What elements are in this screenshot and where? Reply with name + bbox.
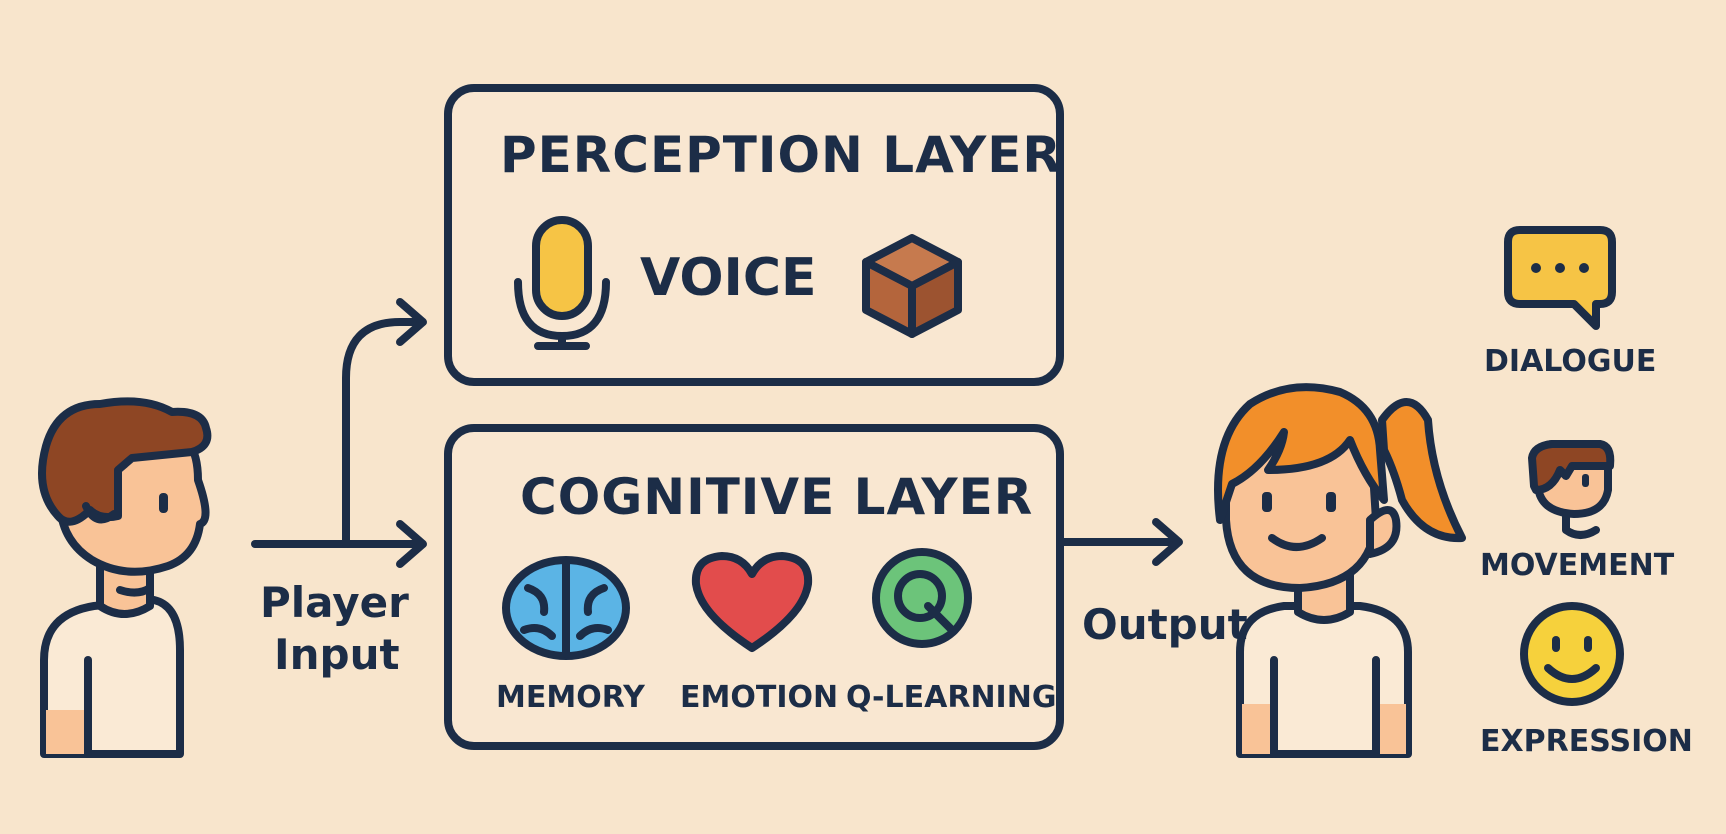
output-arrow: [1058, 518, 1183, 566]
player-input-label-line2: Input: [274, 630, 400, 679]
emotion-label: EMOTION: [680, 680, 839, 715]
movement-label: MOVEMENT: [1480, 548, 1675, 583]
smiley-face-icon: [1520, 602, 1624, 706]
cube-icon: [862, 234, 962, 338]
brain-icon: [502, 556, 630, 660]
player-input-label-line1: Player: [260, 578, 409, 627]
q-learning-label: Q-LEARNING: [846, 680, 1057, 715]
voice-label: VOICE: [640, 248, 817, 308]
player-avatar-icon: [38, 397, 212, 758]
heart-icon: [691, 552, 813, 652]
perception-layer-title: PERCEPTION LAYER: [500, 126, 1062, 184]
microphone-icon: [514, 216, 610, 350]
npc-avatar-icon: [1214, 383, 1466, 758]
memory-label: MEMORY: [496, 680, 645, 715]
speech-bubble-icon: [1504, 226, 1616, 330]
walking-figure-icon: [1528, 440, 1615, 539]
player-input-arrows: [251, 298, 427, 568]
dialogue-label: DIALOGUE: [1484, 344, 1657, 379]
output-label: Output: [1082, 600, 1248, 649]
expression-label: EXPRESSION: [1480, 724, 1693, 759]
q-learning-icon: [872, 548, 972, 648]
cognitive-layer-title: COGNITIVE LAYER: [520, 468, 1034, 526]
